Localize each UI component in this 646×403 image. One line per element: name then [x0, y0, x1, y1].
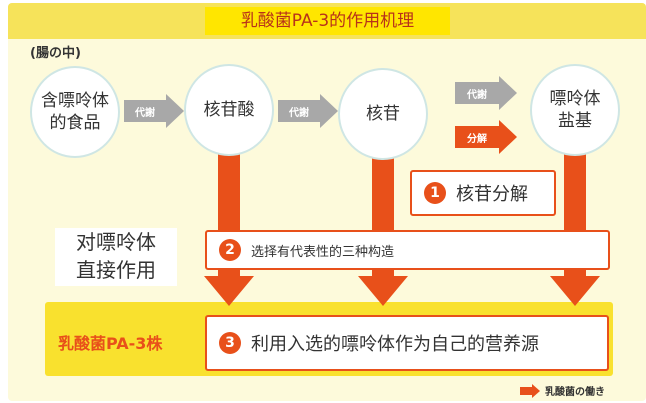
metabolism-arrow: 代謝 [124, 94, 184, 128]
down-arrow-head [204, 276, 254, 306]
decompose-arrow: 分解 [455, 120, 517, 154]
legend: 乳酸菌の働き [520, 383, 605, 398]
step-number: 3 [219, 332, 241, 354]
step-2-box: 2 选择有代表性的三种构造 [205, 230, 610, 270]
arrow-label: 代謝 [124, 100, 166, 122]
step-text: 选择有代表性的三种构造 [251, 244, 395, 260]
arrow-label: 分解 [455, 126, 499, 148]
diagram-title: 乳酸菌PA-3的作用机理 [205, 7, 450, 35]
arrow-label: 代謝 [278, 100, 320, 122]
step-number: 2 [219, 239, 241, 261]
legend-label: 乳酸菌の働き [545, 387, 605, 398]
node-nucleotide: 核苷酸 [184, 64, 274, 156]
metabolism-arrow: 代謝 [278, 94, 338, 128]
down-arrow-head [358, 276, 408, 306]
arrow-label: 代謝 [455, 82, 499, 104]
step-text: 利用入选的嘌呤体作为自己的营养源 [251, 334, 539, 355]
direct-action-label: 对嘌呤体 直接作用 [55, 228, 177, 286]
metabolism-arrow: 代謝 [455, 76, 517, 110]
legend-arrow-icon [520, 386, 532, 395]
step-3-box: 3 利用入选的嘌呤体作为自己的营养源 [205, 315, 609, 371]
location-label: (腸の中) [30, 46, 81, 61]
node-purine-food: 含嘌呤体 的食品 [30, 66, 120, 158]
down-arrow-head [550, 276, 600, 306]
step-number: 1 [424, 182, 446, 204]
step-text: 核苷分解 [456, 184, 528, 205]
strain-label: 乳酸菌PA-3株 [58, 334, 163, 353]
node-nucleoside: 核苷 [338, 68, 428, 160]
step-1-box: 1 核苷分解 [410, 170, 556, 216]
node-purine-base: 嘌呤体 盐基 [530, 64, 620, 156]
